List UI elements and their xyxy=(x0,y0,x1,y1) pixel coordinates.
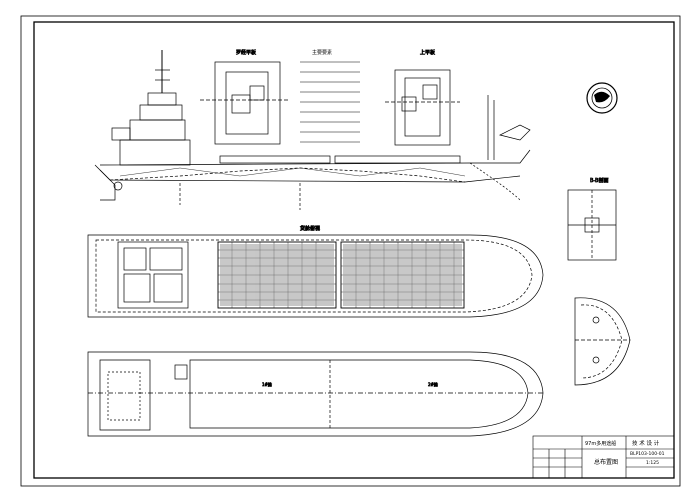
hold-cell-fill xyxy=(220,244,462,306)
title-doc-type: 技 术 设 计 xyxy=(632,439,660,447)
particulars-title: 主要要素 xyxy=(312,49,332,56)
profile-view xyxy=(94,50,531,210)
title-block xyxy=(532,435,675,479)
title-drawing-title: 总布置图 xyxy=(594,458,618,466)
company-stamp-logo xyxy=(586,82,618,114)
title-drawing-no: BLP103-100-01 xyxy=(630,451,665,457)
section-label: B-B剖面 xyxy=(590,177,609,184)
title-project-label: 97m多用途船 xyxy=(585,440,616,447)
hold-1-label: 1#舱 xyxy=(262,381,272,387)
drawing-frame xyxy=(20,15,681,487)
upper-deck-label: 上甲板 xyxy=(420,49,435,56)
midship-bow-plan xyxy=(574,297,631,386)
hold-plan-label: 货舱俯视 xyxy=(300,225,320,232)
section-view: B-B剖面 xyxy=(567,177,617,261)
hold-2-label: 2#舱 xyxy=(428,381,438,387)
particulars-table: 主要要素 xyxy=(300,49,360,143)
title-scale: 1:125 xyxy=(646,460,659,466)
tanktop-plan-view: 1#舱 2#舱 xyxy=(87,351,544,437)
compass-deck-label: 罗经甲板 xyxy=(236,49,256,56)
compass-deck-plan: 罗经甲板 xyxy=(200,49,290,145)
upper-deck-small-plan: 上甲板 xyxy=(385,49,460,146)
